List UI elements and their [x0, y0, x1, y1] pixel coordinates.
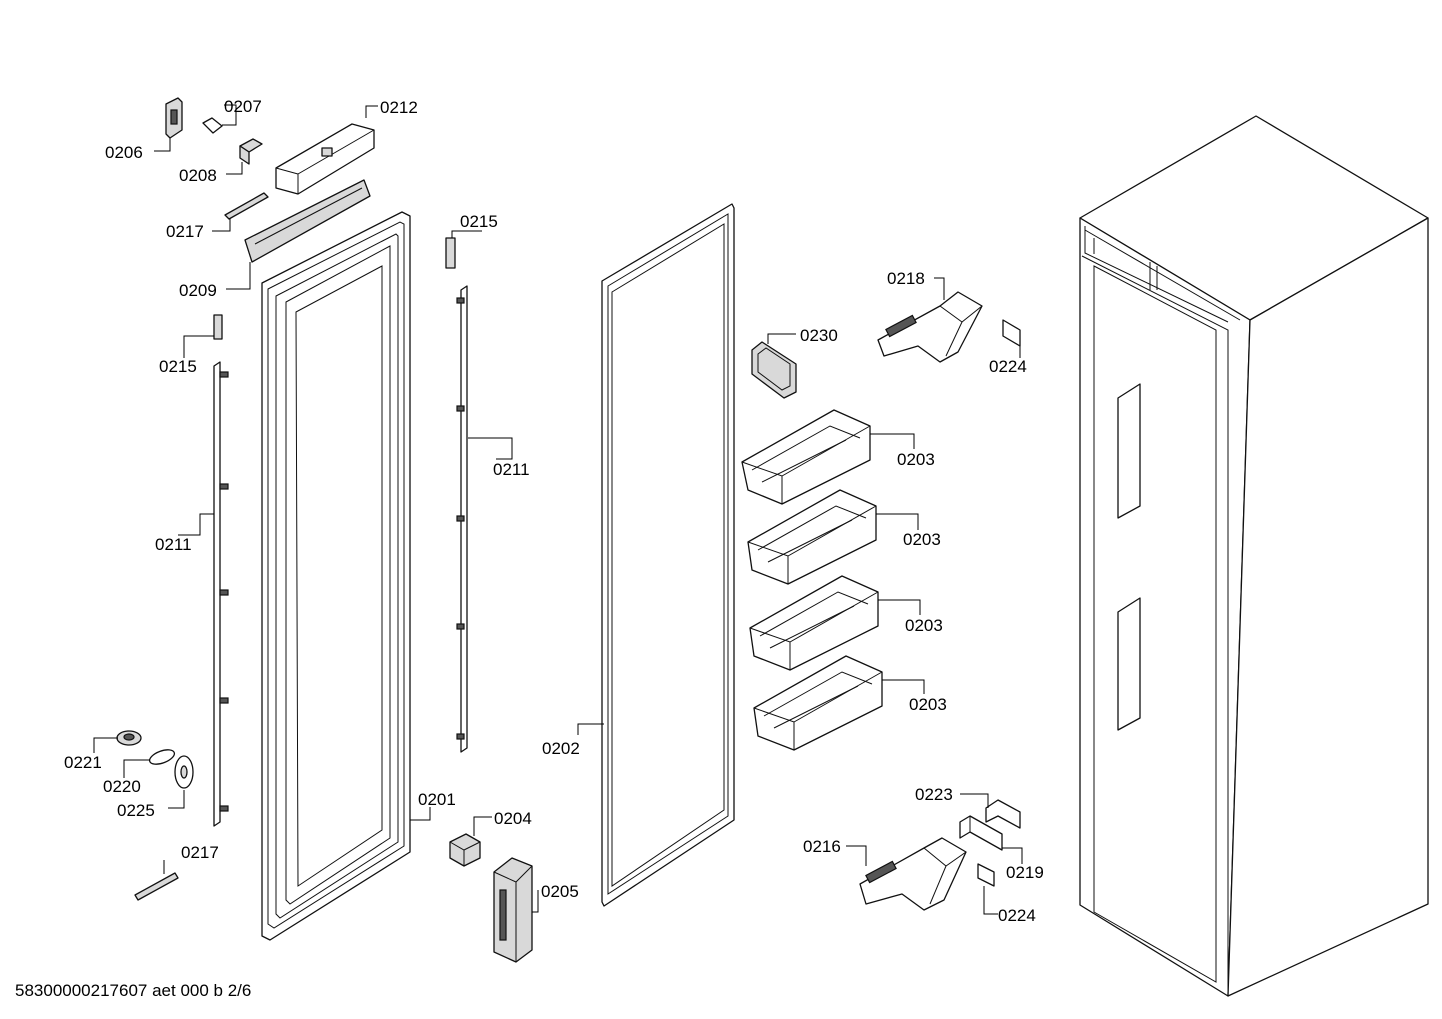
part-0217-top — [224, 192, 269, 220]
fridge-cabinet — [1079, 115, 1429, 997]
part-0204 — [449, 833, 481, 867]
label-0219: 0219 — [1006, 863, 1044, 882]
label-0203-1: 0203 — [897, 450, 935, 469]
label-0225: 0225 — [117, 801, 155, 820]
door-0201 — [261, 211, 411, 941]
label-0221: 0221 — [64, 753, 102, 772]
part-0225 — [174, 755, 194, 789]
part-0223 — [985, 799, 1021, 829]
bin-0203-4 — [753, 655, 883, 751]
door-liner-0202 — [601, 203, 735, 907]
rail-0211-right — [456, 285, 468, 753]
part-labels: 0206 0207 0208 0212 0217 0209 0215 0215 … — [64, 97, 1044, 925]
leader-lines — [93, 104, 1023, 915]
label-0217-bottom: 0217 — [181, 843, 219, 862]
label-0212: 0212 — [380, 98, 418, 117]
label-0230: 0230 — [800, 326, 838, 345]
part-0207 — [202, 117, 223, 134]
part-0209 — [244, 179, 371, 263]
part-0208 — [239, 138, 263, 165]
hinge-0218 — [877, 291, 983, 363]
label-0223: 0223 — [915, 785, 953, 804]
hinge-0216 — [859, 837, 967, 911]
part-0205 — [493, 857, 533, 963]
rail-0211-left — [213, 361, 229, 827]
label-0224-top: 0224 — [989, 357, 1027, 376]
part-0221 — [116, 730, 142, 746]
label-0215-left: 0215 — [159, 357, 197, 376]
part-0224-top — [1002, 319, 1021, 347]
part-0217-bottom — [134, 872, 179, 901]
label-0203-3: 0203 — [905, 616, 943, 635]
part-0212 — [275, 123, 375, 195]
label-0215-right: 0215 — [460, 212, 498, 231]
part-0215-right — [445, 237, 456, 269]
label-0201: 0201 — [418, 790, 456, 809]
label-0205: 0205 — [541, 882, 579, 901]
document-reference: 58300000217607 aet 000 b 2/6 — [15, 981, 252, 1000]
label-0204: 0204 — [494, 809, 532, 828]
bin-0203-2 — [747, 489, 877, 585]
label-0208: 0208 — [179, 166, 217, 185]
part-0206 — [165, 97, 183, 139]
bin-0203-1 — [741, 409, 871, 505]
label-0207: 0207 — [224, 97, 262, 116]
label-0203-2: 0203 — [903, 530, 941, 549]
label-0216: 0216 — [803, 837, 841, 856]
part-0220 — [148, 749, 176, 765]
part-0215-left — [213, 314, 223, 340]
part-0224-bottom — [977, 863, 995, 887]
label-0202: 0202 — [542, 739, 580, 758]
label-0203-4: 0203 — [909, 695, 947, 714]
label-0206: 0206 — [105, 143, 143, 162]
label-0211-right: 0211 — [493, 460, 530, 479]
label-0211-left: 0211 — [155, 535, 192, 554]
bin-0203-3 — [749, 575, 879, 671]
label-0217-top: 0217 — [166, 222, 204, 241]
label-0220: 0220 — [103, 777, 141, 796]
part-0219 — [959, 815, 1003, 851]
label-0209: 0209 — [179, 281, 217, 300]
label-0218: 0218 — [887, 269, 925, 288]
part-0230 — [751, 341, 797, 399]
label-0224-bottom: 0224 — [998, 906, 1036, 925]
